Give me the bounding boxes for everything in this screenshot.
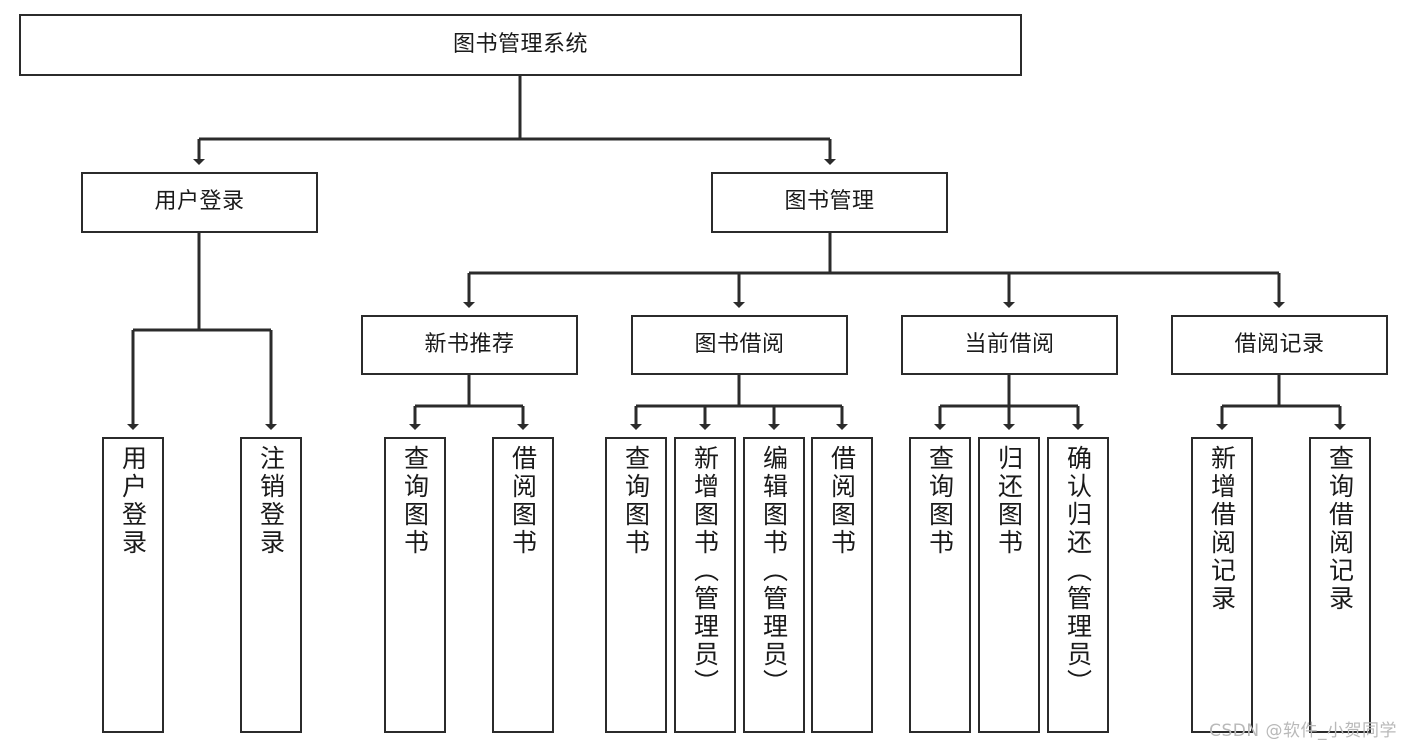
- leaf-borrow-book-recommend[interactable]: 借阅图书: [492, 437, 554, 733]
- node-label: 编辑图书（管理员）: [759, 445, 789, 697]
- leaf-query-borrow-record[interactable]: 查询借阅记录: [1309, 437, 1371, 733]
- leaf-add-book-admin[interactable]: 新增图书（管理员）: [674, 437, 736, 733]
- leaf-query-book-current[interactable]: 查询图书: [909, 437, 971, 733]
- node-label: 注销登录: [256, 445, 286, 557]
- leaf-confirm-return-admin[interactable]: 确认归还（管理员）: [1047, 437, 1109, 733]
- node-label: 查询图书: [925, 445, 955, 557]
- node-current-borrow[interactable]: 当前借阅: [901, 315, 1118, 375]
- leaf-return-book[interactable]: 归还图书: [978, 437, 1040, 733]
- node-label: 新书推荐: [424, 331, 515, 357]
- node-label: 图书管理: [784, 189, 875, 215]
- node-label: 新增借阅记录: [1207, 445, 1237, 613]
- node-user-login[interactable]: 用户登录: [81, 172, 318, 233]
- node-label: 查询图书: [621, 445, 651, 557]
- node-label: 归还图书: [994, 445, 1024, 557]
- node-label: 图书管理系统: [452, 31, 588, 57]
- leaf-query-book-borrow[interactable]: 查询图书: [605, 437, 667, 733]
- node-new-book-recommend[interactable]: 新书推荐: [361, 315, 578, 375]
- node-label: 确认归还（管理员）: [1063, 445, 1093, 697]
- node-label: 用户登录: [118, 445, 148, 557]
- node-label: 借阅记录: [1234, 331, 1325, 357]
- node-label: 当前借阅: [964, 331, 1055, 357]
- node-book-management[interactable]: 图书管理: [711, 172, 948, 233]
- node-root-system[interactable]: 图书管理系统: [19, 14, 1022, 76]
- node-label: 查询借阅记录: [1325, 445, 1355, 613]
- leaf-user-login[interactable]: 用户登录: [102, 437, 164, 733]
- node-label: 新增图书（管理员）: [690, 445, 720, 697]
- node-book-borrow[interactable]: 图书借阅: [631, 315, 848, 375]
- csdn-watermark: CSDN @软件_小贺同学: [1209, 721, 1397, 741]
- node-label: 借阅图书: [827, 445, 857, 557]
- leaf-add-borrow-record[interactable]: 新增借阅记录: [1191, 437, 1253, 733]
- node-borrow-record[interactable]: 借阅记录: [1171, 315, 1388, 375]
- node-label: 借阅图书: [508, 445, 538, 557]
- node-label: 查询图书: [400, 445, 430, 557]
- leaf-query-book-recommend[interactable]: 查询图书: [384, 437, 446, 733]
- leaf-borrow-book[interactable]: 借阅图书: [811, 437, 873, 733]
- leaf-edit-book-admin[interactable]: 编辑图书（管理员）: [743, 437, 805, 733]
- node-label: 用户登录: [154, 189, 245, 215]
- leaf-logout-login[interactable]: 注销登录: [240, 437, 302, 733]
- node-label: 图书借阅: [694, 331, 785, 357]
